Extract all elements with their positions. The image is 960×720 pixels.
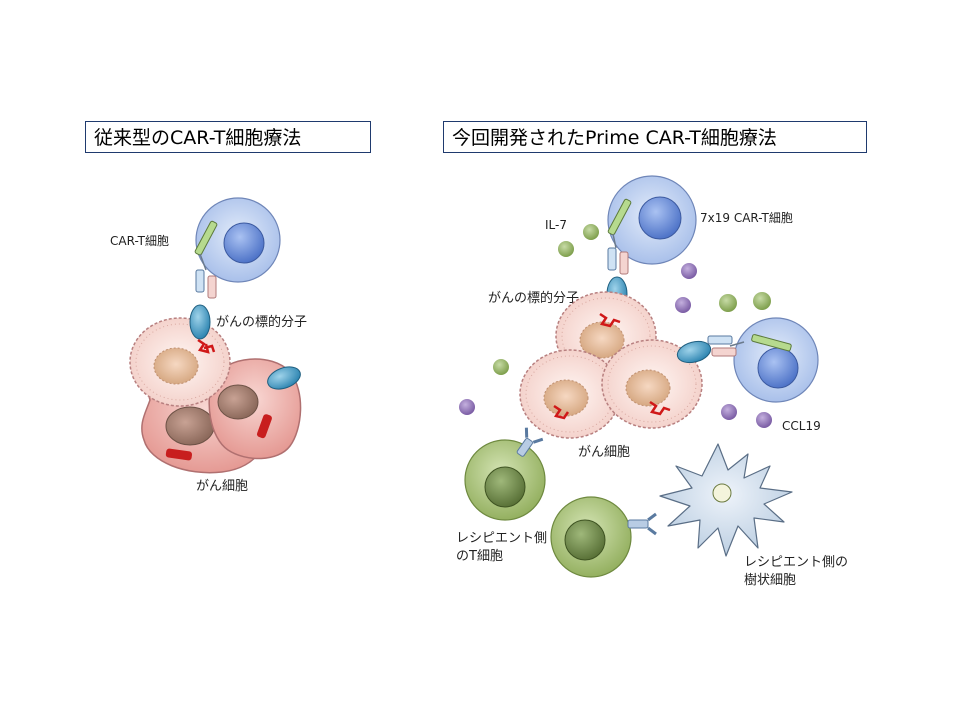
il7-label: IL-7 [545, 218, 567, 232]
ccl19-molecule [675, 297, 691, 313]
cancer-nucleus [218, 385, 258, 419]
cancer-cell-label: がん細胞 [578, 445, 630, 460]
prime-cart-nucleus [758, 348, 798, 388]
dendritic-cell-label: 樹状細胞 [744, 573, 796, 588]
ccl19-molecule [756, 412, 772, 428]
il7-molecule [753, 292, 771, 310]
car-domain [196, 270, 204, 292]
il7-molecule [719, 294, 737, 312]
il7-molecule [583, 224, 599, 240]
recipient-t-nucleus [565, 520, 605, 560]
car-domain [208, 276, 216, 298]
il7-molecule [558, 241, 574, 257]
car-domain [708, 336, 732, 344]
cart-nucleus [224, 223, 264, 263]
dendritic-cell-label: レシピエント側の [744, 555, 848, 570]
target-molecule-label: がんの標的分子 [216, 314, 307, 330]
ccl19-molecule [681, 263, 697, 279]
ccl19-molecule [721, 404, 737, 420]
dendritic-nucleus [713, 484, 731, 502]
ccl19-label: CCL19 [782, 419, 821, 433]
car-domain [712, 348, 736, 356]
ccl19-molecule [459, 399, 475, 415]
prime-cart-nucleus [639, 197, 681, 239]
cart-cell-label: CAR-T細胞 [110, 234, 169, 248]
prime-cart-label: 7x19 CAR-T細胞 [700, 211, 793, 225]
recipient-t-nucleus [485, 467, 525, 507]
tcr-receptor [628, 514, 656, 534]
dying-cancer-cell [130, 318, 230, 406]
target-molecule-label: がんの標的分子 [488, 290, 579, 306]
il7-molecule [493, 359, 509, 375]
cancer-cell-label: がん細胞 [196, 479, 248, 494]
car-domain [620, 252, 628, 274]
recipient-t-label: レシピエント側 [456, 531, 547, 546]
cancer-nucleus [166, 407, 214, 445]
target-molecule [190, 305, 210, 339]
car-domain [608, 248, 616, 270]
recipient-t-label: のT細胞 [456, 549, 503, 564]
